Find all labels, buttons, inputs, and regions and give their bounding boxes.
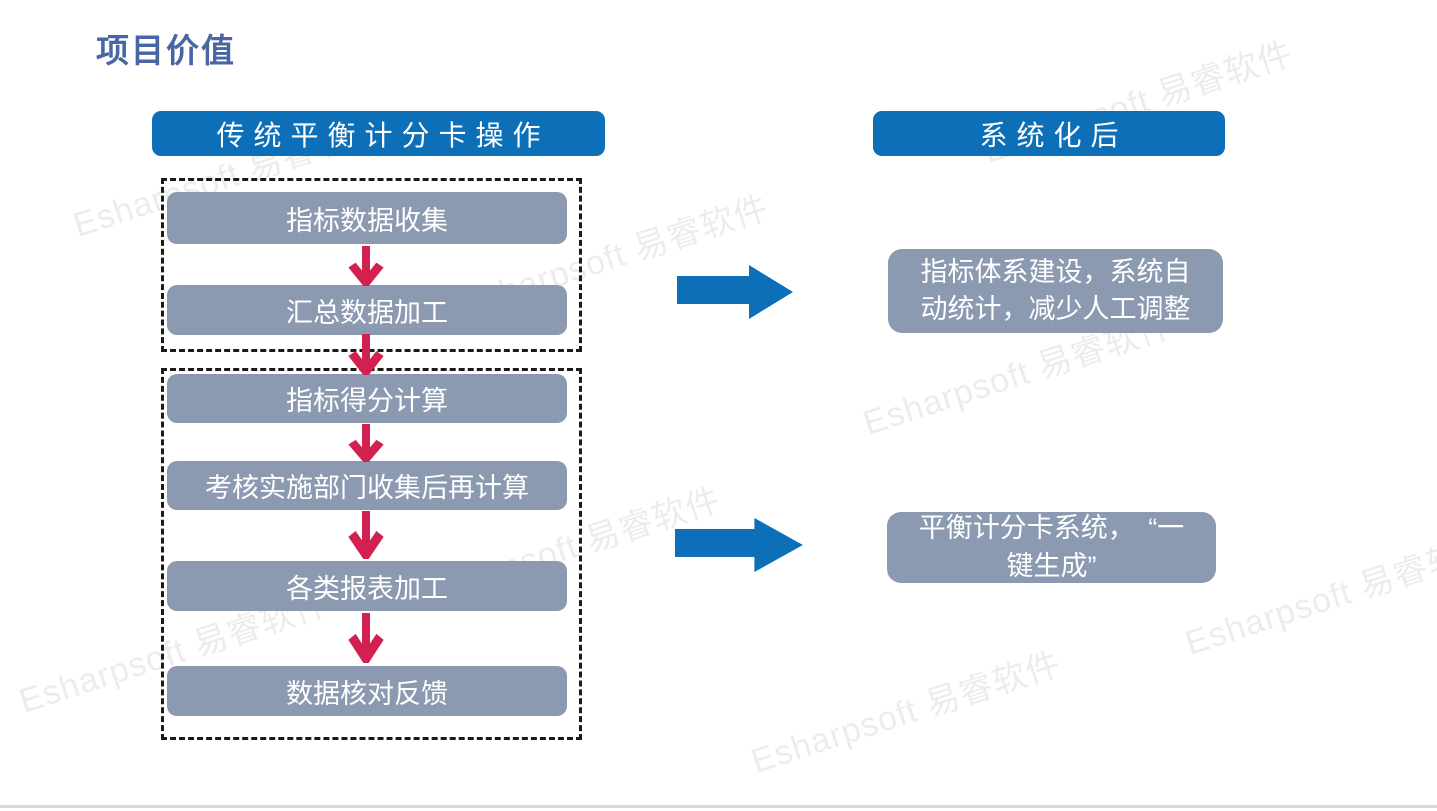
dashed-group-1 [161,178,582,352]
result-line: 动统计，减少人工调整 [920,294,1191,324]
down-arrow-icon [348,246,384,286]
flow-step-dept-recalc: 考核实施部门收集后再计算 [167,461,567,510]
flow-step-score-calc: 指标得分计算 [167,374,567,423]
down-arrow-icon [348,613,384,663]
result-line: 指标体系建设，系统自 [920,256,1191,287]
flow-step-data-check-feedback: 数据核对反馈 [167,666,567,716]
right-arrow-icon [675,517,804,573]
bottom-divider [0,805,1437,808]
flow-step-report-processing: 各类报表加工 [167,561,567,611]
down-arrow-icon [348,424,384,462]
flow-step-collect-data: 指标数据收集 [167,192,567,244]
header-traditional-process: 传统平衡计分卡操作 [152,111,605,156]
watermark-text: Esharpsoft 易睿软件 [1180,526,1437,663]
down-arrow-icon [348,511,384,559]
result-box-indicator-system: 指标体系建设，系统自 动统计，减少人工调整 [888,249,1223,333]
right-arrow-icon [677,264,794,320]
watermark-text: Esharpsoft 易睿软件 [746,644,1066,781]
result-line: 平衡计分卡系统， “一 [918,513,1185,544]
flow-step-aggregate-data: 汇总数据加工 [167,285,567,335]
down-arrow-icon [348,334,384,375]
result-line: 键生成” [1006,550,1097,581]
header-after-systemization: 系统化后 [873,111,1225,156]
page-title: 项目价值 [96,32,236,69]
result-box-one-click: 平衡计分卡系统， “一 键生成” [887,512,1216,583]
